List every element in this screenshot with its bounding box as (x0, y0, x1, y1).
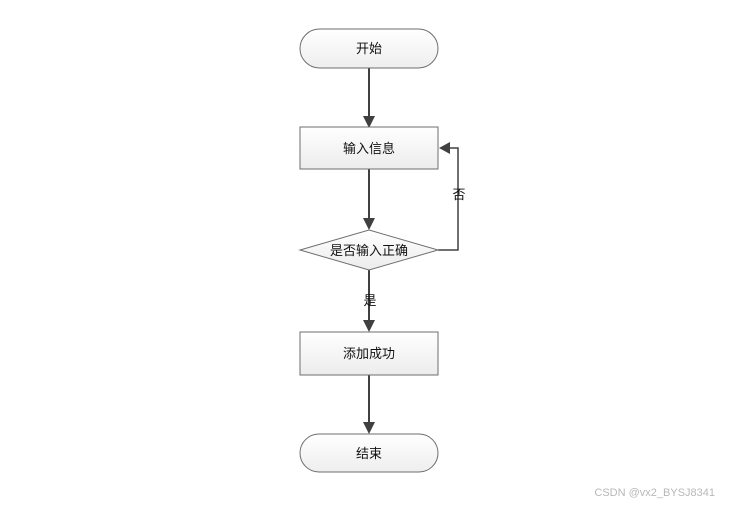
edge-start-to-input (363, 68, 375, 128)
end-node: 结束 (299, 433, 439, 473)
edge-check-yes-to-success (363, 270, 375, 332)
edge-check-no-loop (438, 142, 459, 251)
edge-success-to-end (363, 375, 375, 434)
check-input-decision: 是否输入正确 (298, 229, 440, 271)
yes-branch-label: 是 (363, 294, 376, 309)
input-info-label: 输入信息 (343, 141, 395, 157)
start-node: 开始 (299, 28, 439, 69)
input-info-node: 输入信息 (299, 126, 439, 170)
add-success-node: 添加成功 (299, 331, 439, 376)
start-label: 开始 (356, 42, 382, 57)
add-success-label: 添加成功 (343, 347, 395, 362)
check-input-label: 是否输入正确 (330, 243, 408, 259)
csdn-watermark: CSDN @vx2_BYSJ8341 (594, 487, 715, 499)
no-branch-label: 否 (452, 188, 465, 203)
edge-input-to-check (363, 169, 375, 230)
end-label: 结束 (356, 447, 382, 462)
